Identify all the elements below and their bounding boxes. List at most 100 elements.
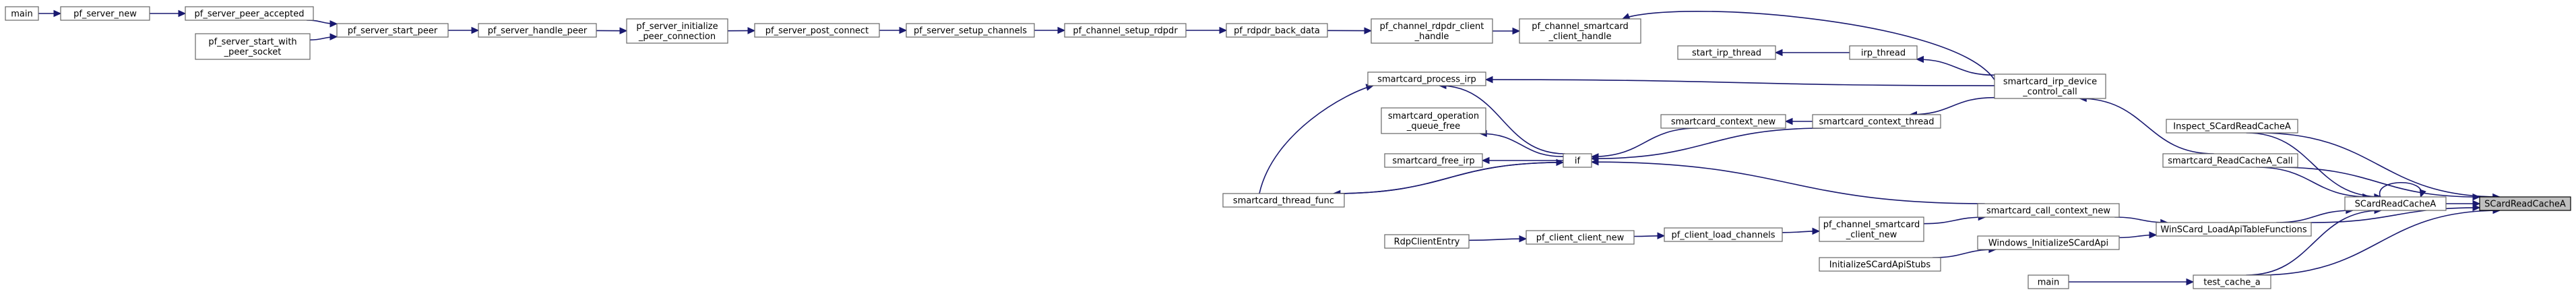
node-initializescardapistubs[interactable]: InitializeSCardApiStubs <box>1819 257 1941 272</box>
node-label: pf_server_start_with <box>208 37 296 47</box>
node-smartcard-irp-device-control-call[interactable]: smartcard_irp_device_control_call <box>1994 74 2106 99</box>
arrowhead <box>1556 158 1565 167</box>
node-box <box>1664 227 1783 242</box>
node-box <box>1381 107 1486 134</box>
node-main-top[interactable]: main <box>5 6 39 21</box>
node-label: smartcard_ReadCacheA_Call <box>2168 156 2293 167</box>
arrowhead <box>2472 193 2481 201</box>
node-label: smartcard_call_context_new <box>1986 206 2110 216</box>
edge-smartcard_irp_device_control_call-to-irp_thread <box>1916 55 1995 76</box>
node-pf-server-new[interactable]: pf_server_new <box>60 6 150 21</box>
edge-pf_rdpdr_back_data-to-pf_channel_rdpdr_client_handle <box>1327 27 1373 34</box>
node-box <box>1849 45 1918 60</box>
node-box <box>1384 153 1483 168</box>
arrowhead <box>747 27 756 34</box>
node-box <box>1819 216 1924 242</box>
edge-pf_server_handle_peer-to-pf_server_initialize_peer_connection <box>596 27 628 34</box>
arrowhead <box>1784 117 1793 125</box>
node-box <box>1819 257 1941 272</box>
node-scardreadcachea-target[interactable]: SCardReadCacheA <box>2479 196 2571 211</box>
node-label: pf_rdpdr_back_data <box>1234 26 1320 36</box>
arrowhead <box>1812 227 1821 235</box>
node-label: pf_server_start_peer <box>348 26 438 36</box>
node-smartcard-context-new[interactable]: smartcard_context_new <box>1660 114 1786 129</box>
node-pf-client-load-channels[interactable]: pf_client_load_channels <box>1664 227 1783 242</box>
edge-pf_server_setup_channels-to-pf_channel_setup_rdpdr <box>1034 26 1066 34</box>
node-label: WinSCard_LoadApiTableFunctions <box>2160 225 2306 235</box>
edge-smartcard_thread_func-to-if_node <box>1333 158 1565 194</box>
node-box <box>906 23 1035 38</box>
node-inspect-scardreadcachea[interactable]: Inspect_SCardReadCacheA <box>2166 119 2298 134</box>
node-pf-server-setup-channels[interactable]: pf_server_setup_channels <box>906 23 1035 38</box>
node-pf-client-client-new[interactable]: pf_client_client_new <box>1526 230 1635 245</box>
node-pf-rdpdr-back-data[interactable]: pf_rdpdr_back_data <box>1226 23 1328 38</box>
edge-line <box>2256 167 2370 198</box>
node-label: pf_channel_setup_rdpdr <box>1073 26 1178 36</box>
node-pf-channel-setup-rdpdr[interactable]: pf_channel_setup_rdpdr <box>1064 23 1187 38</box>
edge-if_node-to-smartcard_free_irp <box>1481 156 1563 165</box>
edge-smartcard_irp_device_control_call-to-pf_channel_smartcard_client_handle <box>1621 11 1995 80</box>
node-box <box>1994 74 2106 99</box>
node-box <box>1371 18 1493 44</box>
arrowhead <box>1519 235 1528 243</box>
edge-smartcard_context_new-to-if_node <box>1590 127 1699 160</box>
node-label: pf_client_client_new <box>1536 233 1625 243</box>
node-smartcard-operation-queue-free[interactable]: smartcard_operation_queue_free <box>1381 107 1486 134</box>
edge-pf_channel_rdpdr_client_handle-to-pf_channel_smartcard_client_handle <box>1493 27 1521 35</box>
edge-line <box>1591 161 1985 204</box>
edge-line <box>1259 85 1374 194</box>
node-box <box>754 23 880 38</box>
node-box <box>1812 114 1941 129</box>
node-scardreadcachea-caller[interactable]: SCardReadCacheA <box>2344 196 2447 211</box>
node-pf-server-initialize-peer-connection[interactable]: pf_server_initialize_peer_connection <box>626 18 728 44</box>
edge-pf_server_start_peer-to-pf_server_handle_peer <box>448 26 480 34</box>
node-pf-server-handle-peer[interactable]: pf_server_handle_peer <box>478 23 597 38</box>
arrowhead <box>178 9 187 18</box>
edge-line <box>2276 167 2480 198</box>
node-label: main <box>2038 278 2059 288</box>
node-label: _client_new <box>1846 230 1897 240</box>
node-main-bottom[interactable]: main <box>2028 274 2069 289</box>
node-smartcard-context-thread[interactable]: smartcard_context_thread <box>1812 114 1941 129</box>
node-pf-channel-smartcard-client-new[interactable]: pf_channel_smartcard_client_new <box>1819 216 1924 242</box>
edge-smartcard_context_thread-to-if_node <box>1590 127 1825 163</box>
node-label: _control_call <box>2022 87 2077 97</box>
node-test-cache-a[interactable]: test_cache_a <box>2193 274 2271 289</box>
edge-test_cache_a-to-SCardReadCacheA_caller <box>2246 206 2383 276</box>
node-box <box>60 6 150 21</box>
node-box <box>1519 18 1641 44</box>
edge-line <box>1480 133 1564 157</box>
node-smartcard-readcachea-call[interactable]: smartcard_ReadCacheA_Call <box>2162 153 2298 168</box>
node-pf-channel-smartcard-client-handle[interactable]: pf_channel_smartcard_client_handle <box>1519 18 1641 44</box>
edge-pf_channel_smartcard_client_new-to-smartcard_call_context_new <box>1923 213 1986 225</box>
node-smartcard-call-context-new[interactable]: smartcard_call_context_new <box>1977 203 2120 218</box>
node-if-node[interactable]: if <box>1563 153 1592 168</box>
node-box <box>1977 203 2120 218</box>
node-smartcard-process-irp[interactable]: smartcard_process_irp <box>1367 71 1486 86</box>
node-irp-thread[interactable]: irp_thread <box>1849 45 1918 60</box>
node-smartcard-thread-func[interactable]: smartcard_thread_func <box>1222 193 1345 208</box>
node-label: pf_channel_smartcard <box>1532 22 1629 32</box>
edge-line <box>1910 96 1995 115</box>
node-label: _client_handle <box>1548 32 1611 42</box>
arrowhead <box>1774 49 1783 57</box>
node-winscard-loadapitablefunctions[interactable]: WinSCard_LoadApiTableFunctions <box>2156 222 2312 237</box>
node-box <box>1226 23 1328 38</box>
arrowhead <box>1590 158 1599 166</box>
node-start-irp-thread[interactable]: start_irp_thread <box>1677 45 1776 60</box>
node-rdpcliententry[interactable]: RdpClientEntry <box>1384 234 1470 249</box>
edge-line <box>1591 127 1699 158</box>
edge-line <box>1439 85 1565 154</box>
node-smartcard-free-irp[interactable]: smartcard_free_irp <box>1384 153 1483 168</box>
node-pf-channel-rdpdr-client-handle[interactable]: pf_channel_rdpdr_client_handle <box>1371 18 1493 44</box>
edge-line <box>1333 162 1564 194</box>
node-pf-server-start-with-peer-socket[interactable]: pf_server_start_with_peer_socket <box>195 33 311 60</box>
arrowhead <box>471 26 480 34</box>
node-windows-initializescardapi[interactable]: Windows_InitializeSCardApi <box>1977 235 2120 250</box>
node-pf-server-peer-accepted[interactable]: pf_server_peer_accepted <box>185 6 314 21</box>
node-pf-server-start-peer[interactable]: pf_server_start_peer <box>336 23 449 38</box>
edge-line <box>2246 132 2381 198</box>
edge-line <box>1485 79 1995 86</box>
node-pf-server-post-connect[interactable]: pf_server_post_connect <box>754 23 880 38</box>
edge-main_top-to-pf_server_new <box>38 9 62 18</box>
